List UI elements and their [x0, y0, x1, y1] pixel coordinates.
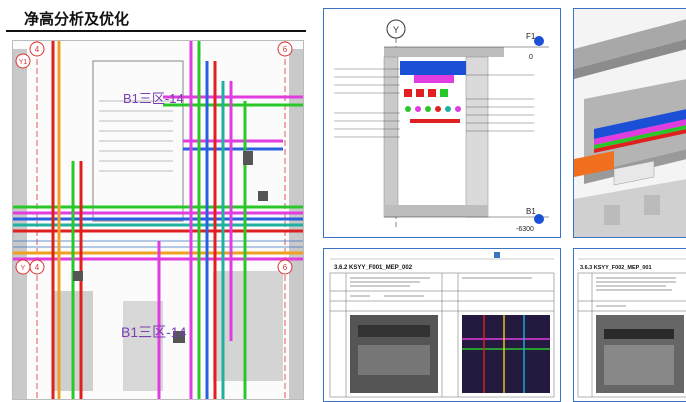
level-top-label: F1	[526, 32, 536, 41]
grid-label-tl: 4	[35, 45, 40, 54]
level-bottom-label: B1	[526, 207, 536, 216]
grid-label-y: Y	[21, 265, 26, 272]
zone-label-top: B1三区-14	[123, 91, 184, 106]
grid-label-bl: 4	[35, 263, 40, 272]
clash-report-svg-2: 3.6.3 KSYY_F002_MEP_001	[574, 249, 686, 401]
grid-label-y1: Y1	[19, 59, 28, 66]
section-drawing: Y	[323, 8, 561, 238]
section-svg: Y	[324, 9, 560, 237]
card1-heading: 3.6.2 KSYY_F001_MEP_002	[334, 265, 413, 271]
clash-report-card-2: 3.6.3 KSYY_F002_MEP_001	[573, 248, 686, 402]
title-underline	[6, 30, 306, 32]
mep-3d-view	[573, 8, 686, 238]
mep-plan-svg: 4 6 4 6 Y1 Y B1三区-14 B1三区-14	[13, 41, 303, 399]
zone-label-bottom: B1三区-14	[121, 324, 187, 340]
card2-heading: 3.6.3 KSYY_F002_MEP_001	[580, 265, 652, 271]
clash-report-svg-1: 3.6.2 KSYY_F001_MEP_002	[324, 249, 560, 401]
page-title: 净高分析及优化	[24, 11, 130, 28]
grid-label-br: 6	[283, 263, 288, 272]
section-axis-label: Y	[393, 25, 399, 35]
level-bottom-value: -6300	[516, 226, 534, 233]
mep-3d-svg	[574, 9, 686, 237]
grid-label-tr: 6	[283, 45, 288, 54]
mep-plan-drawing: 4 6 4 6 Y1 Y B1三区-14 B1三区-14	[12, 40, 304, 400]
level-top-value: 0	[529, 54, 533, 61]
clash-report-card-1: 3.6.2 KSYY_F001_MEP_002	[323, 248, 561, 402]
